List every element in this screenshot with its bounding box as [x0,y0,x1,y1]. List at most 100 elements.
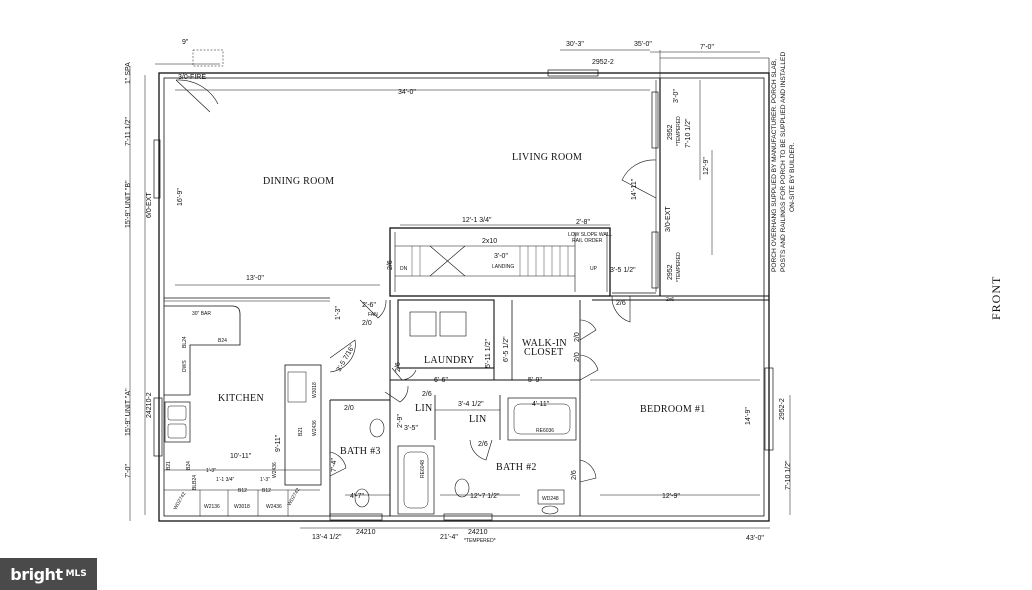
door-2-6-b: 2/6 [616,300,626,307]
cab-blb24: BLB24 [192,475,198,490]
room-bath-2: BATH #2 [496,462,537,473]
dim-3-5-7-16: 3'-5 7/16" [336,343,357,373]
door-2-0-a: 2/0 [362,320,372,327]
cab-b24b: B24 [186,461,192,470]
door-2-6-g: 2/6 [571,470,578,480]
room-walkin-1: WALK-IN [522,338,567,349]
stair-3-0: 3'-0" [494,253,508,260]
dim-7-10-right: 7'-10 1/2" [685,118,692,148]
dim-12-9b: 12'-9" [662,493,680,500]
tub-re6036: RE6036 [536,428,554,434]
dim-12-9-right: 12'-9" [703,157,710,175]
porch-note-line-1: PORCH OVERHANG SUPPLIED BY MANUFACTURER.… [771,59,778,272]
door-3-0-ext: 3/0-EXT [665,206,672,232]
door-2-6-a: 2/6 [387,260,394,270]
dim-4-7: 4'-7" [350,493,364,500]
dim-14-9: 14'-9" [745,407,752,425]
dim-7-4: 7'-4" [331,458,338,472]
stair-landing: LANDING [492,264,514,270]
room-lin-1: LIN [415,403,433,414]
dim-5-11: 5'-11 1/2" [485,338,492,368]
logo-brand-text: bright [10,564,63,584]
room-bedroom-1: BEDROOM #1 [640,404,706,415]
dim-top-35-0: 35'-0" [634,41,652,48]
tempered-c: *TEMPERED* [464,538,496,544]
dim-2-8: 2'-8" [576,219,590,226]
logo-suffix-text: MLS [65,569,87,579]
room-dining: DINING ROOM [263,176,334,187]
brightmls-logo: bright MLS [0,558,97,590]
door-2-0-c: 2/0 [574,352,581,362]
dim-3-0-right: 3'-0" [673,89,680,103]
cab-b21: B21 [298,427,304,436]
dim-5-9: 5'-9" [528,377,542,384]
cab-bl24: BL24 [182,336,188,348]
front-label: FRONT [989,276,1003,320]
room-laundry: LAUNDRY [424,355,474,366]
cab-dws: DWS [182,360,188,372]
exterior-walls [158,57,770,522]
rail-order: RAIL ORDER [572,238,603,244]
dim-12-1: 12'-1 3/4" [462,217,492,224]
dim-4-11: 4'-11" [532,401,550,408]
stair-2x10: 2x10 [482,238,497,245]
room-bath-3: BATH #3 [340,446,381,457]
cab-w2436c: W2436 [272,462,278,478]
dim-left-7-0: 7'-0" [125,464,132,478]
cab-b21b: B21 [166,461,172,470]
cab-wd248: WD248 [542,496,559,502]
door-3-0-fire: 3/0-FIRE [178,74,206,81]
dim-14-11: 14'-11" [631,178,638,200]
window-24210-a: 24210 [356,529,376,536]
fan-label: FAN [368,312,378,318]
dim-3-5b: 3'-5" [404,425,418,432]
room-walkin-2: CLOSET [524,347,564,358]
low-slope-wall: LOW SLOPE WALL [568,232,612,238]
dim-1-1: 1'-1 3/4" [216,477,235,483]
dim-2-6: 2'-6" [362,302,376,309]
wall-2x6: 2x6 [666,297,674,303]
dim-6-5: 6'-5 1/2" [503,336,510,362]
porch-note-line-2: POSTS AND RAILINGS FOR PORCH TO BE SUPPL… [780,52,787,272]
interior-walls [153,49,774,521]
cab-w3018: W3018 [312,382,318,398]
door-2-6-f: 2/6 [478,441,488,448]
dimension-lines [129,49,791,529]
room-lin-2: LIN [469,414,487,425]
dim-1-3c: 1'-3" [260,477,270,483]
dim-6-6: 6'-6" [434,377,448,384]
door-6-0-ext: 6/0-EXT [146,192,153,218]
dim-3-5-right: 3'-5 1/2" [610,267,636,274]
dim-left-7-11: 7'-11 1/2" [125,116,132,146]
cab-w2136: W2136 [204,504,220,510]
dim-43-0: 43'-0" [746,535,764,542]
dim-16-9: 16'-9" [177,188,184,206]
dim-left-unit-b: 15'-9" UNIT "B" [125,180,132,228]
dim-1-3: 1'-3" [335,306,342,320]
dim-9-11: 9'-11" [275,434,282,452]
dim-21-4: 21'-4" [440,534,458,541]
dim-top-30-3: 30'-3" [566,41,584,48]
dim-12-7: 12'-7 1/2" [470,493,500,500]
dim-1-3b: 1'-3" [206,468,216,474]
dim-top-7-0: 7'-0" [700,44,714,51]
dim-7-10-right-b: 7'-10 1/2" [785,460,792,490]
door-2-6-e: 2/6 [422,391,432,398]
cab-b12a: B12 [238,488,247,494]
dim-3-4: 3'-4 1/2" [458,401,484,408]
stair-up: UP [590,266,598,272]
room-living: LIVING ROOM [512,152,582,163]
dim-2-9: 2'-9" [397,414,404,428]
dim-13-4: 13'-4 1/2" [312,534,342,541]
room-kitchen: KITCHEN [218,393,264,404]
tempered-b: *TEMPERED [676,252,682,282]
porch-note: PORCH OVERHANG SUPPLIED BY MANUFACTURER.… [771,52,796,272]
cab-b24: B24 [218,338,227,344]
door-2-0-b: 2/0 [574,332,581,342]
dim-left-spa: 1" SPA [125,62,132,84]
window-24210-2: 24210-2 [146,392,153,418]
window-24210-b: 24210 [468,529,488,536]
cab-wd2742: WD2742 [173,491,188,511]
